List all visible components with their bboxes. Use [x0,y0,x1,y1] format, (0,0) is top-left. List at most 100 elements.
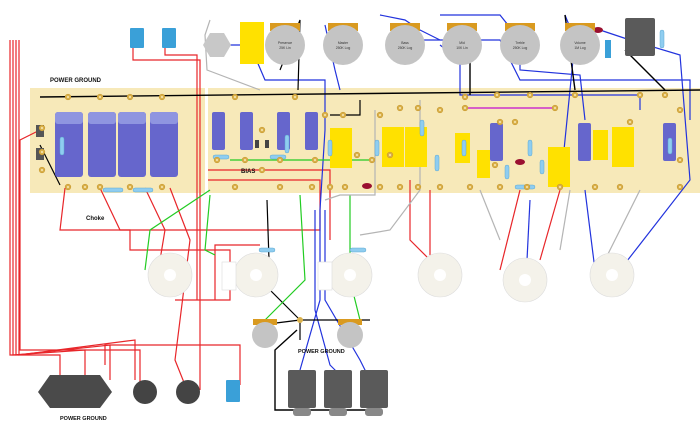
wire [132,30,201,390]
pot-value-label: 25K Lin [279,46,291,50]
output-transformer [625,18,655,56]
ground-lug [297,317,303,323]
wire [259,199,302,326]
pot-master [323,25,363,65]
pot-name-label: Master [338,41,349,45]
filter-capacitor [88,112,116,177]
resistor [284,134,290,154]
turret-hole [41,169,43,171]
jack-sleeve [329,408,347,416]
iec-power-inlet [38,375,112,408]
turret-hole [161,96,163,98]
turret-hole [161,186,163,188]
resistor [419,119,425,137]
turret-hole [129,186,131,188]
fuse-switch [130,28,144,48]
resistor [327,139,333,157]
turret-hole [311,186,313,188]
rectifier-diode [36,125,44,137]
turret-hole [439,186,441,188]
resistor [504,164,510,180]
turret-hole [129,96,131,98]
turret-hole [356,154,358,156]
turret-hole [99,186,101,188]
wire [624,49,666,91]
turret-hole [679,159,681,161]
turret-hole [499,121,501,123]
pot-name-label: Bass [401,41,409,45]
wire [499,189,521,271]
pot-name-label: Volume [574,41,585,45]
pot-presence [265,25,305,65]
tube-socket-center [250,269,262,281]
toggle-switch [133,380,157,404]
turret-hole [399,107,401,109]
pot-value-label: 250K Log [336,46,351,50]
filter-capacitor-top [150,112,178,124]
turret-hole [554,107,556,109]
pot-name-label: Mid [459,41,465,45]
trim-pot [252,322,278,348]
turret-hole [216,159,218,161]
resistor [59,136,65,156]
wire [12,40,86,380]
pot-treble [500,25,540,65]
turret-hole [329,186,331,188]
wire [214,244,260,300]
tube-shield [317,261,333,291]
film-capacitor [477,150,490,178]
turret-hole [464,107,466,109]
bias-diode [265,140,269,148]
wire [559,189,571,251]
wires [9,14,700,411]
pot-mid [442,25,482,65]
turret-hole [244,159,246,161]
toggle-switch [176,380,200,404]
wire [204,19,261,91]
electrolytic-capacitor [490,123,503,161]
turret-hole [619,186,621,188]
resistor [258,247,276,253]
turret-hole [99,96,101,98]
turret-hole [379,186,381,188]
turret-hole [574,94,576,96]
turret-hole [389,154,391,156]
pot-value-label: 250K Log [513,46,528,50]
jack-sleeve [293,408,311,416]
resistor [667,137,673,155]
bias-label: BIAS [241,169,255,175]
pot-value-label: 10K Lin [456,46,468,50]
input-jack [288,370,316,408]
turret-hole [496,94,498,96]
turret-hole [679,109,681,111]
film-capacitor [405,127,427,167]
ceramic-capacitor [362,183,372,189]
pot-bass [385,25,425,65]
film-capacitor [240,22,264,64]
resistor [461,139,467,157]
turret-hole [514,121,516,123]
input-jack [360,370,388,408]
wire [479,189,501,241]
turret-hole [639,94,641,96]
resistor [132,187,154,193]
wire [104,344,241,385]
turret-hole [344,186,346,188]
resistor [659,29,665,49]
turret-hole [294,96,296,98]
dpdt-switch [226,380,240,402]
trim-pot [337,322,363,348]
film-capacitor [548,147,570,187]
turret-hole [439,109,441,111]
turret-hole [67,96,69,98]
turret-hole [41,151,43,153]
tube-socket-center [344,269,356,281]
wire [584,189,596,271]
wire [19,129,141,385]
jack-sleeve [365,408,383,416]
turret-hole [417,186,419,188]
ceramic-capacitor [593,27,603,33]
tube-socket-center [606,269,618,281]
power-ground-label-bottom: POWER GROUND [60,416,107,422]
turret-hole [314,159,316,161]
